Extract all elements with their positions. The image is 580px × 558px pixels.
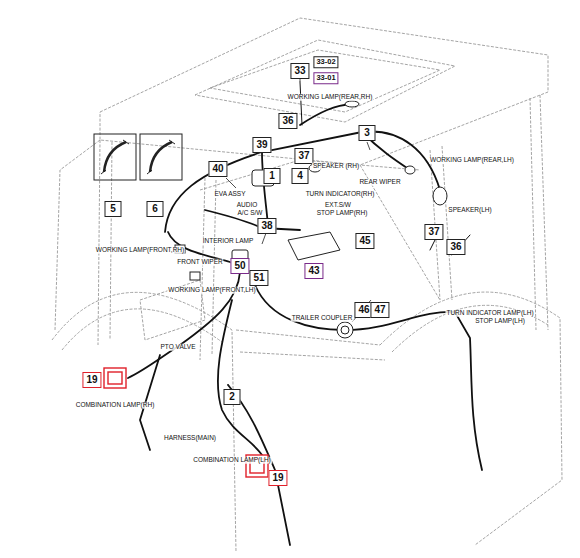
roof-panel bbox=[210, 50, 440, 112]
roof-harness bbox=[165, 132, 440, 232]
part-label: EVA ASSY bbox=[214, 191, 247, 198]
leader-line bbox=[226, 178, 236, 188]
part-label: WORKING LAMP(FRONT,LH) bbox=[167, 287, 256, 294]
cab-frame bbox=[55, 140, 440, 330]
callout-number: 45 bbox=[355, 233, 374, 249]
callout-number: 37 bbox=[424, 224, 443, 240]
leader-line bbox=[367, 142, 370, 150]
harness-branch bbox=[300, 104, 352, 125]
callout-number: 50 bbox=[230, 258, 249, 274]
callout-number: 33-02 bbox=[313, 56, 338, 68]
cable-end bbox=[147, 140, 175, 174]
rear-pillar bbox=[430, 146, 452, 300]
working-lamp bbox=[345, 101, 359, 107]
part-label: TRAILER COUPLER bbox=[291, 315, 354, 322]
icon-frame bbox=[140, 134, 182, 180]
callout-number: 19 bbox=[82, 372, 101, 388]
cab-floor bbox=[236, 330, 385, 360]
callout-number: 36 bbox=[446, 239, 465, 255]
part-label: WORKING LAMP(REAR,LH) bbox=[429, 157, 515, 164]
callout-number: 47 bbox=[370, 302, 389, 318]
callout-number: 3 bbox=[359, 125, 376, 141]
roof-frame bbox=[200, 160, 420, 190]
part-label: TURN INDICATOR LAMP(LH) bbox=[445, 310, 534, 317]
combination-lamp bbox=[104, 368, 126, 388]
callout-number: 37 bbox=[294, 148, 313, 164]
part-label: WORKING LAMP(FRONT,RH) bbox=[95, 247, 185, 254]
callout-number: 5 bbox=[105, 201, 122, 217]
part-label: COMBINATION LAMP(LH) bbox=[192, 457, 272, 464]
cable-end bbox=[101, 140, 129, 174]
cable-icon bbox=[150, 142, 172, 172]
part-label: EXT.S/W bbox=[324, 202, 352, 209]
part-label: FRONT WIPER bbox=[176, 259, 223, 266]
antenna-cable bbox=[300, 82, 302, 125]
trailer-coupler bbox=[337, 322, 353, 338]
part-label: SPEAKER (RH) bbox=[312, 163, 360, 170]
combination-lamp bbox=[108, 372, 122, 384]
icon-frame bbox=[94, 134, 136, 180]
callout-number: 1 bbox=[264, 168, 281, 184]
roof-panel bbox=[195, 40, 455, 122]
rear-pillar bbox=[530, 95, 548, 330]
part-label: COMBINATION LAMP(RH) bbox=[75, 402, 156, 409]
callout-number: 19 bbox=[268, 470, 287, 486]
callout-number: 33-01 bbox=[313, 72, 338, 84]
callout-number: 4 bbox=[292, 168, 309, 184]
part-label: HARNESS(MAIN) bbox=[163, 435, 217, 442]
part-label: A/C S/W bbox=[237, 210, 264, 217]
part-label: REAR WIPER bbox=[358, 179, 401, 186]
part-label: STOP LAMP(RH) bbox=[316, 210, 369, 217]
part-label: PTO VALVE bbox=[159, 344, 196, 351]
callout-number: 40 bbox=[208, 161, 227, 177]
part-label: SPEAKER(LH) bbox=[447, 207, 492, 214]
callout-number: 33 bbox=[290, 63, 309, 79]
harness-branch bbox=[205, 210, 300, 230]
working-lamp bbox=[190, 272, 200, 280]
leader-line bbox=[262, 233, 266, 244]
part-label: TURN INDICATOR(RH) bbox=[305, 191, 376, 198]
speaker bbox=[433, 187, 447, 205]
harness-main bbox=[228, 385, 290, 545]
right-fender bbox=[380, 292, 562, 545]
callout-number: 51 bbox=[249, 270, 268, 286]
cable-icon bbox=[104, 142, 126, 172]
callout-number: 2 bbox=[224, 389, 241, 405]
callout-number: 39 bbox=[252, 137, 271, 153]
callout-number: 38 bbox=[257, 218, 276, 234]
callout-number: 36 bbox=[278, 113, 297, 129]
trailer-coupler bbox=[341, 326, 349, 334]
control-unit bbox=[288, 232, 340, 260]
part-label: STOP LAMP(LH) bbox=[474, 318, 526, 325]
working-lamp bbox=[405, 166, 415, 174]
callout-number: 43 bbox=[304, 263, 323, 279]
part-label: AUDIO bbox=[236, 202, 259, 209]
callout-number: 6 bbox=[147, 201, 164, 217]
part-label: WORKING LAMP(REAR,RH) bbox=[287, 94, 374, 101]
harness-lh-lamp bbox=[218, 300, 262, 455]
part-label: INTERIOR LAMP bbox=[202, 238, 255, 245]
